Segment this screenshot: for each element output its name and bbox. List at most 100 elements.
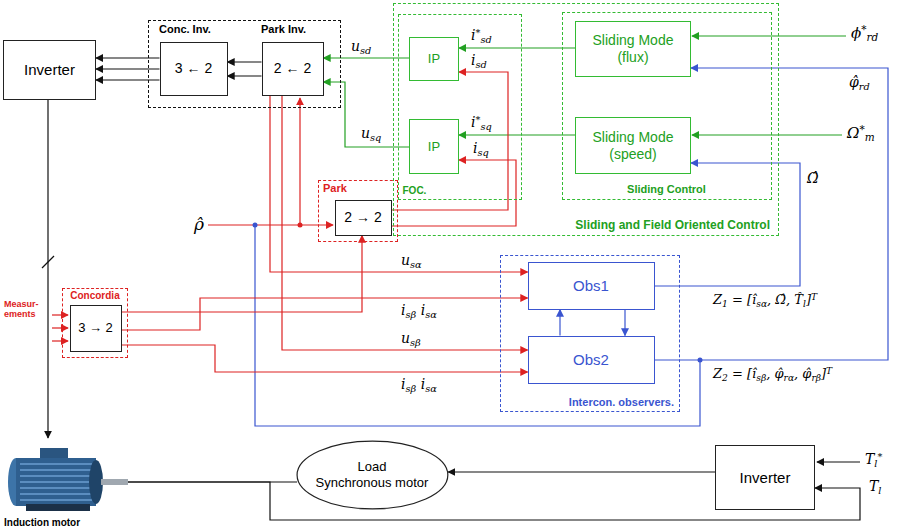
connector-line bbox=[324, 82, 410, 147]
motor-fin bbox=[20, 499, 92, 501]
controller-box: IP bbox=[409, 37, 459, 81]
signal-label: Tl bbox=[868, 478, 882, 495]
text-run: Obs1 bbox=[573, 277, 609, 294]
text-run: i bbox=[401, 376, 405, 392]
observer-box: Obs2 bbox=[528, 336, 655, 384]
text-run: m bbox=[865, 131, 875, 143]
text-run: sα bbox=[756, 299, 767, 309]
signal-label: isd bbox=[470, 52, 488, 69]
controller-box: IP bbox=[409, 119, 459, 174]
text-run: * bbox=[475, 27, 480, 38]
group-label: Sliding Control bbox=[563, 183, 771, 196]
signal-label: i*sq bbox=[470, 114, 493, 131]
box-label: Sliding Mode (flux) bbox=[581, 32, 685, 66]
signal-label: usβ bbox=[400, 330, 422, 347]
text-run: sα bbox=[425, 383, 437, 394]
text-run: T bbox=[865, 451, 874, 467]
group-label: Conc. Inv. bbox=[159, 23, 211, 36]
foc-group: FOC.IPIP bbox=[398, 14, 522, 200]
text-run: , φ̂ bbox=[766, 366, 783, 381]
text-run: , φ̂ bbox=[794, 366, 811, 381]
box-label: IP bbox=[428, 51, 440, 67]
text-run: rα bbox=[784, 373, 795, 383]
box-label: Inverter bbox=[740, 469, 791, 487]
estimate-wire bbox=[255, 225, 700, 426]
text-run: * bbox=[861, 23, 866, 35]
text-run: Park bbox=[323, 182, 347, 194]
text-run: sβ bbox=[756, 373, 766, 383]
text-run: Ω bbox=[847, 124, 859, 142]
text-run: Measur- ements bbox=[4, 299, 39, 319]
motor-fin bbox=[20, 487, 92, 489]
box-label: Obs1 bbox=[573, 277, 609, 295]
text-run: sq bbox=[477, 147, 488, 158]
signal-label: ρ̂ bbox=[193, 214, 205, 234]
text-run: l bbox=[878, 485, 881, 496]
box-label: Obs2 bbox=[573, 351, 609, 369]
motor-fin bbox=[20, 493, 92, 495]
box-label: 3 ← 2 bbox=[175, 60, 212, 77]
motor-front-cap bbox=[89, 460, 103, 504]
text-run: IP bbox=[428, 51, 440, 66]
signal-connector bbox=[392, 72, 509, 210]
text-run: IP bbox=[428, 139, 440, 154]
text-run: Induction motor bbox=[4, 517, 80, 528]
signal-label: φ̂rd bbox=[848, 74, 871, 91]
connector-line bbox=[448, 471, 715, 472]
text-run: Sliding Control bbox=[627, 183, 706, 195]
junction-dot bbox=[298, 223, 303, 228]
text-run: T bbox=[811, 292, 817, 302]
text-run: 2 ← 2 bbox=[274, 60, 311, 76]
signal-connector bbox=[282, 96, 528, 351]
connector-line bbox=[459, 134, 575, 135]
box-label: Inverter bbox=[24, 61, 75, 79]
text-run: u bbox=[401, 330, 410, 346]
text-run: Z bbox=[713, 292, 722, 307]
text-run: l bbox=[803, 299, 806, 309]
connector-line bbox=[624, 310, 625, 336]
induction-motor: Induction motor bbox=[2, 438, 128, 530]
text-run: i bbox=[416, 302, 425, 318]
box-label: 2 ← 2 bbox=[274, 60, 311, 77]
concordia-group: Concordia3 → 2 bbox=[62, 288, 128, 358]
signal-label: Ω̂ bbox=[806, 170, 820, 187]
text-run: Obs2 bbox=[573, 351, 609, 368]
signal-label: i*sd bbox=[470, 27, 493, 44]
reference-wire bbox=[817, 461, 860, 462]
signal-label: usq bbox=[360, 125, 382, 142]
text-run: Sliding Mode (flux) bbox=[593, 32, 674, 65]
motor-fin bbox=[20, 481, 92, 483]
motor-body bbox=[16, 458, 96, 506]
group-label: Sliding and Field Oriented Control bbox=[575, 218, 770, 232]
connector-line bbox=[324, 57, 410, 58]
text-run: Load bbox=[358, 459, 387, 474]
group-label: Park bbox=[323, 182, 347, 195]
terminal-box bbox=[40, 448, 68, 458]
text-run: u bbox=[361, 125, 370, 141]
connector-line bbox=[392, 72, 509, 210]
text-run: Intercon. observers. bbox=[569, 396, 674, 408]
signal-label: isβ isα bbox=[400, 376, 438, 393]
connector-line bbox=[459, 47, 575, 48]
text-run: i bbox=[471, 27, 475, 43]
signal-label: usd bbox=[350, 38, 372, 55]
text-run: Ω̂ bbox=[807, 170, 819, 186]
text-run: Concordia bbox=[70, 290, 119, 301]
group-label: Intercon. observers. bbox=[569, 396, 674, 409]
connector-line bbox=[282, 96, 528, 351]
connector-line bbox=[96, 68, 160, 69]
text-run: i bbox=[471, 52, 475, 68]
signal-connector bbox=[560, 310, 561, 336]
box-label: Load bbox=[358, 459, 387, 475]
signal-connector bbox=[228, 62, 262, 76]
text-run: Sliding Mode (speed) bbox=[593, 129, 674, 162]
text-run: Sliding and Field Oriented Control bbox=[575, 218, 770, 232]
signal-label: ϕ*rd bbox=[850, 24, 879, 42]
park-group: Park2 → 2 bbox=[318, 180, 398, 242]
signal-connector bbox=[48, 100, 49, 438]
load-motor-ellipse: LoadSynchronous motor bbox=[296, 440, 449, 510]
text-run: ] bbox=[806, 292, 811, 307]
text-run: sq bbox=[480, 121, 491, 132]
signal-label: usα bbox=[400, 252, 423, 269]
